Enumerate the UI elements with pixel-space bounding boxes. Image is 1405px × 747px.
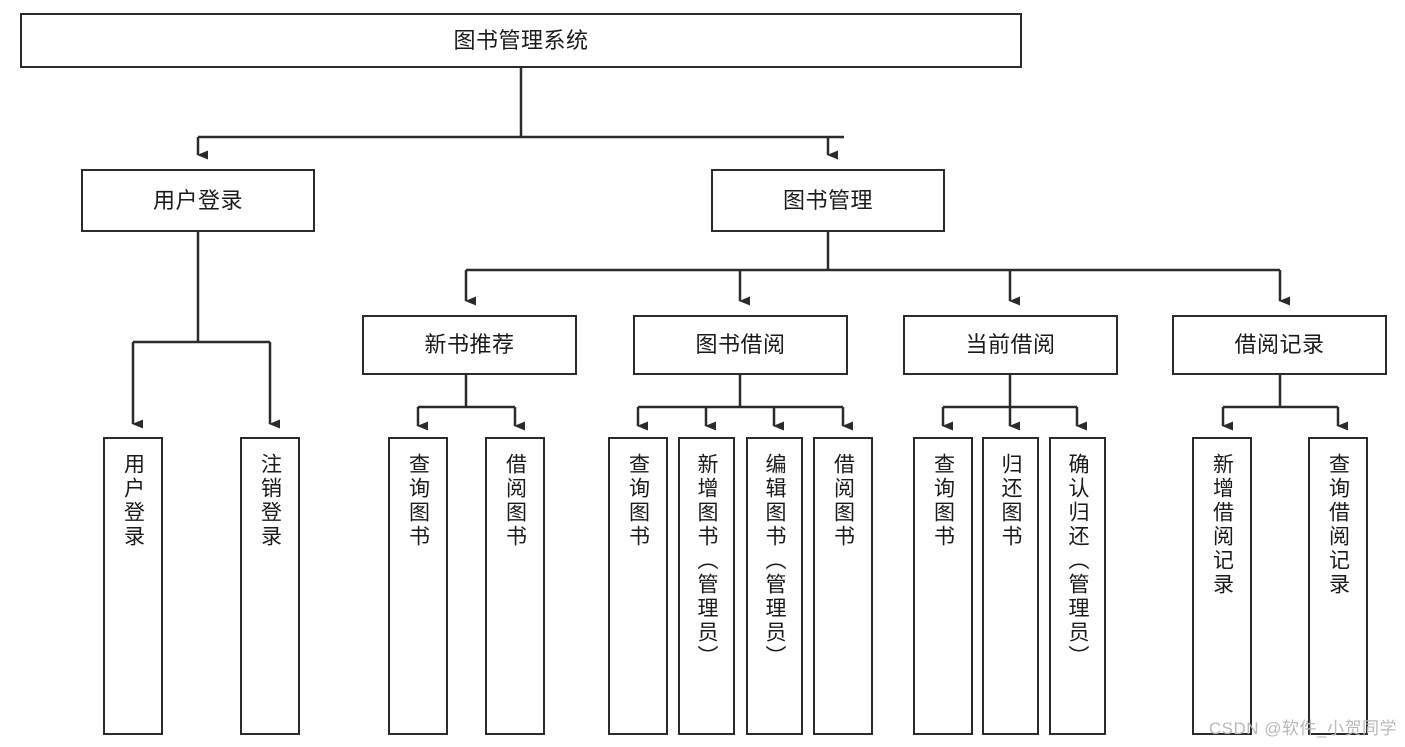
- node-label: 图书管理系统: [453, 27, 589, 53]
- node-borrow-record[interactable]: 借阅记录: [1172, 315, 1387, 375]
- node-label: 查询图书: [931, 453, 955, 549]
- node-label: 图书借阅: [695, 332, 786, 358]
- node-new-book-recommend[interactable]: 新书推荐: [362, 315, 577, 375]
- node-leaf-borrow-book[interactable]: 借阅图书: [813, 437, 873, 735]
- node-book-borrow[interactable]: 图书借阅: [633, 315, 848, 375]
- node-label: 查询借阅记录: [1326, 453, 1350, 597]
- node-label: 新增借阅记录: [1210, 453, 1234, 597]
- node-label: 注销登录: [258, 453, 282, 549]
- node-leaf-borrow-book-recommend[interactable]: 借阅图书: [485, 437, 545, 735]
- node-label: 当前借阅: [965, 332, 1056, 358]
- node-leaf-query-book-borrow[interactable]: 查询图书: [608, 437, 668, 735]
- node-leaf-return-book[interactable]: 归还图书: [982, 437, 1039, 735]
- node-label: 新增图书（管理员）: [695, 453, 718, 669]
- node-label: 用户登录: [152, 187, 243, 213]
- node-leaf-user-login[interactable]: 用户登录: [103, 437, 163, 735]
- node-label: 编辑图书（管理员）: [763, 453, 786, 669]
- node-label: 确认归还（管理员）: [1066, 453, 1089, 669]
- node-label: 新书推荐: [424, 332, 515, 358]
- node-label: 图书管理: [782, 187, 873, 213]
- node-leaf-query-book-current[interactable]: 查询图书: [913, 437, 973, 735]
- node-label: 查询图书: [406, 453, 430, 549]
- node-label: 借阅图书: [831, 453, 855, 549]
- node-leaf-add-borrow-record[interactable]: 新增借阅记录: [1192, 437, 1252, 735]
- node-leaf-add-book[interactable]: 新增图书（管理员）: [678, 437, 735, 735]
- node-label: 查询图书: [626, 453, 650, 549]
- node-label: 借阅图书: [503, 453, 527, 549]
- node-root-book-management-system[interactable]: 图书管理系统: [20, 13, 1022, 68]
- node-leaf-query-book-recommend[interactable]: 查询图书: [388, 437, 448, 735]
- node-leaf-query-borrow-record[interactable]: 查询借阅记录: [1308, 437, 1368, 735]
- node-label: 借阅记录: [1234, 332, 1325, 358]
- node-user-login[interactable]: 用户登录: [81, 169, 315, 232]
- node-leaf-logout[interactable]: 注销登录: [240, 437, 300, 735]
- node-book-management[interactable]: 图书管理: [711, 169, 945, 232]
- node-label: 归还图书: [999, 453, 1022, 549]
- node-leaf-edit-book[interactable]: 编辑图书（管理员）: [746, 437, 803, 735]
- node-current-borrow[interactable]: 当前借阅: [903, 315, 1118, 375]
- node-leaf-confirm-return[interactable]: 确认归还（管理员）: [1049, 437, 1106, 735]
- watermark: CSDN @软件_小贺同学: [1208, 719, 1397, 738]
- node-label: 用户登录: [121, 453, 145, 549]
